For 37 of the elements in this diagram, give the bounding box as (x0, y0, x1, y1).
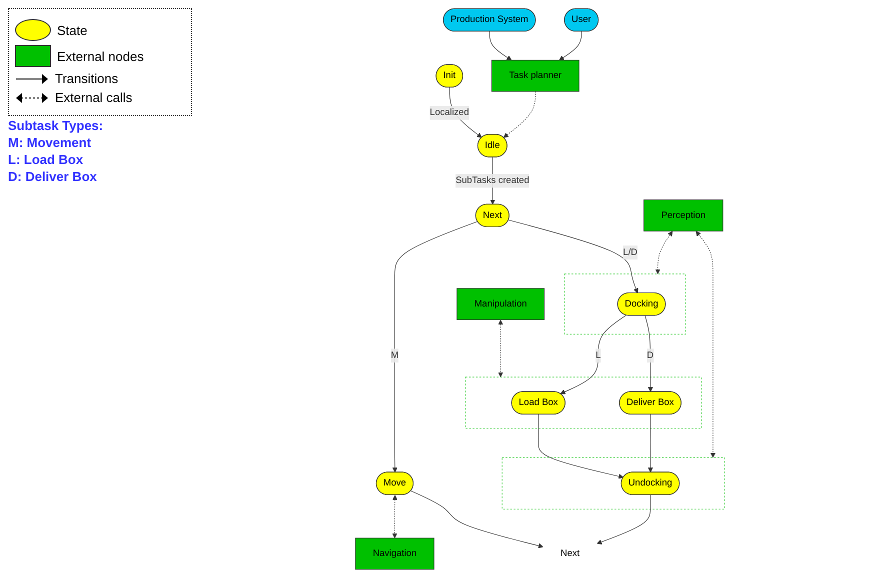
cluster (465, 376, 702, 429)
arrow (392, 494, 398, 538)
arrow (560, 314, 626, 394)
cluster (502, 457, 725, 510)
legend-text: External calls (55, 90, 132, 105)
edge-label: L (596, 350, 601, 360)
cluster (564, 274, 686, 334)
arrow (410, 490, 544, 548)
edge-label: L/D (623, 247, 638, 258)
node-box: Manipulation (456, 288, 545, 320)
arrow (498, 320, 504, 378)
node-box: Task planner (491, 60, 580, 92)
node-box: Navigation (355, 538, 434, 570)
arrow (489, 31, 512, 60)
legend-text: Transitions (55, 71, 118, 86)
edge-label: D (646, 350, 654, 360)
legend-text: External nodes (57, 48, 144, 64)
arrow (559, 31, 582, 60)
node-box: Perception (644, 200, 724, 232)
arrow (503, 91, 536, 138)
arrow (655, 231, 673, 274)
edge-label: SubTasks created (456, 176, 530, 186)
arrow (538, 414, 624, 479)
arrow (648, 414, 653, 473)
edge-label: Localized (430, 108, 469, 118)
edge-label: M (390, 350, 399, 360)
arrow (596, 494, 651, 544)
node-text: Next (560, 548, 580, 558)
arrow (644, 315, 653, 392)
arrow (508, 220, 638, 294)
arrow (696, 231, 716, 458)
note-text: L: Load Box (8, 152, 84, 167)
arrow (392, 221, 478, 473)
note-text: Subtask Types: (8, 118, 104, 133)
legend-text: State (57, 22, 88, 38)
note-text: D: Deliver Box (8, 169, 98, 184)
note-text: M: Movement (8, 135, 92, 150)
